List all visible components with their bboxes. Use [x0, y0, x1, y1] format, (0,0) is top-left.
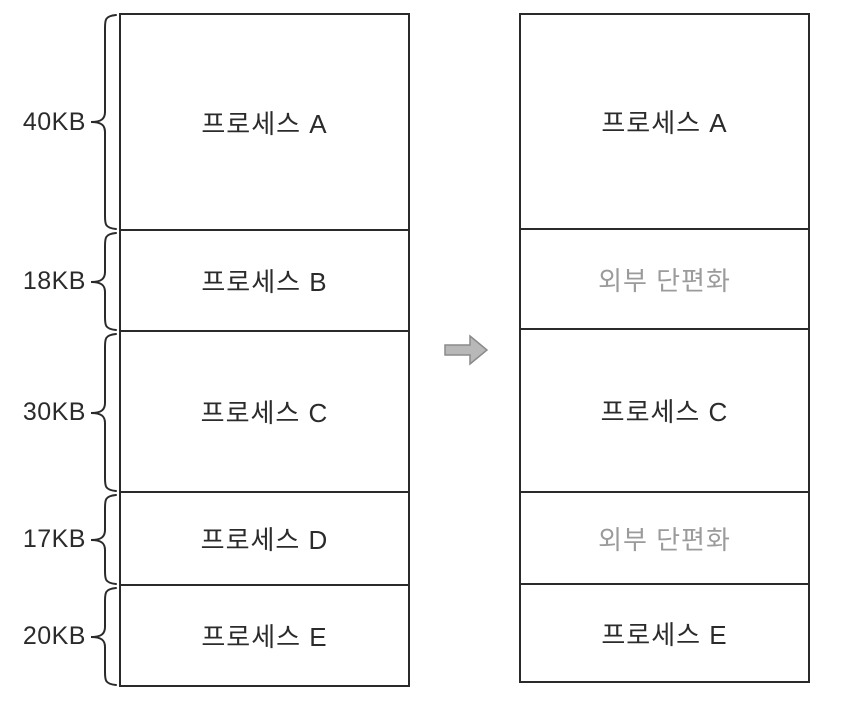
memory-box-before: 프로세스 A 프로세스 B 프로세스 C 프로세스 D 프로세스 E	[119, 13, 410, 687]
memory-box-after: 프로세스 A 외부 단편화 프로세스 C 외부 단편화 프로세스 E	[519, 13, 810, 683]
block-label: 프로세스 A	[201, 108, 328, 139]
memory-block-process-a-after: 프로세스 A	[521, 15, 808, 230]
block-label: 프로세스 E	[601, 619, 728, 650]
brace-18kb	[90, 232, 117, 331]
brace-40kb	[90, 14, 117, 230]
memory-block-process-a: 프로세스 A	[121, 15, 408, 231]
size-label-30kb: 30KB	[22, 398, 86, 426]
memory-block-process-b: 프로세스 B	[121, 231, 408, 332]
memory-block-fragment-1: 외부 단편화	[521, 230, 808, 330]
block-label: 외부 단편화	[598, 265, 731, 296]
memory-block-process-e-after: 프로세스 E	[521, 585, 808, 681]
size-label-18kb: 18KB	[22, 267, 86, 295]
size-label-17kb: 17KB	[22, 525, 86, 553]
block-label: 프로세스 D	[200, 525, 329, 555]
block-label: 프로세스 E	[201, 622, 328, 652]
block-label: 프로세스 B	[201, 267, 328, 297]
size-label-20kb: 20KB	[22, 622, 86, 650]
block-label: 프로세스 C	[200, 398, 329, 428]
memory-block-process-c-after: 프로세스 C	[521, 330, 808, 493]
brace-17kb	[90, 494, 117, 585]
block-label: 프로세스 C	[600, 397, 729, 427]
right-arrow-icon	[444, 334, 488, 366]
block-label: 프로세스 A	[601, 108, 728, 138]
size-label-40kb: 40KB	[22, 107, 86, 136]
block-label: 외부 단편화	[598, 524, 731, 555]
memory-block-process-d: 프로세스 D	[121, 493, 408, 586]
brace-30kb	[90, 333, 117, 492]
brace-20kb	[90, 587, 117, 686]
memory-block-process-c: 프로세스 C	[121, 332, 408, 493]
memory-block-process-e: 프로세스 E	[121, 586, 408, 685]
memory-block-fragment-2: 외부 단편화	[521, 493, 808, 585]
